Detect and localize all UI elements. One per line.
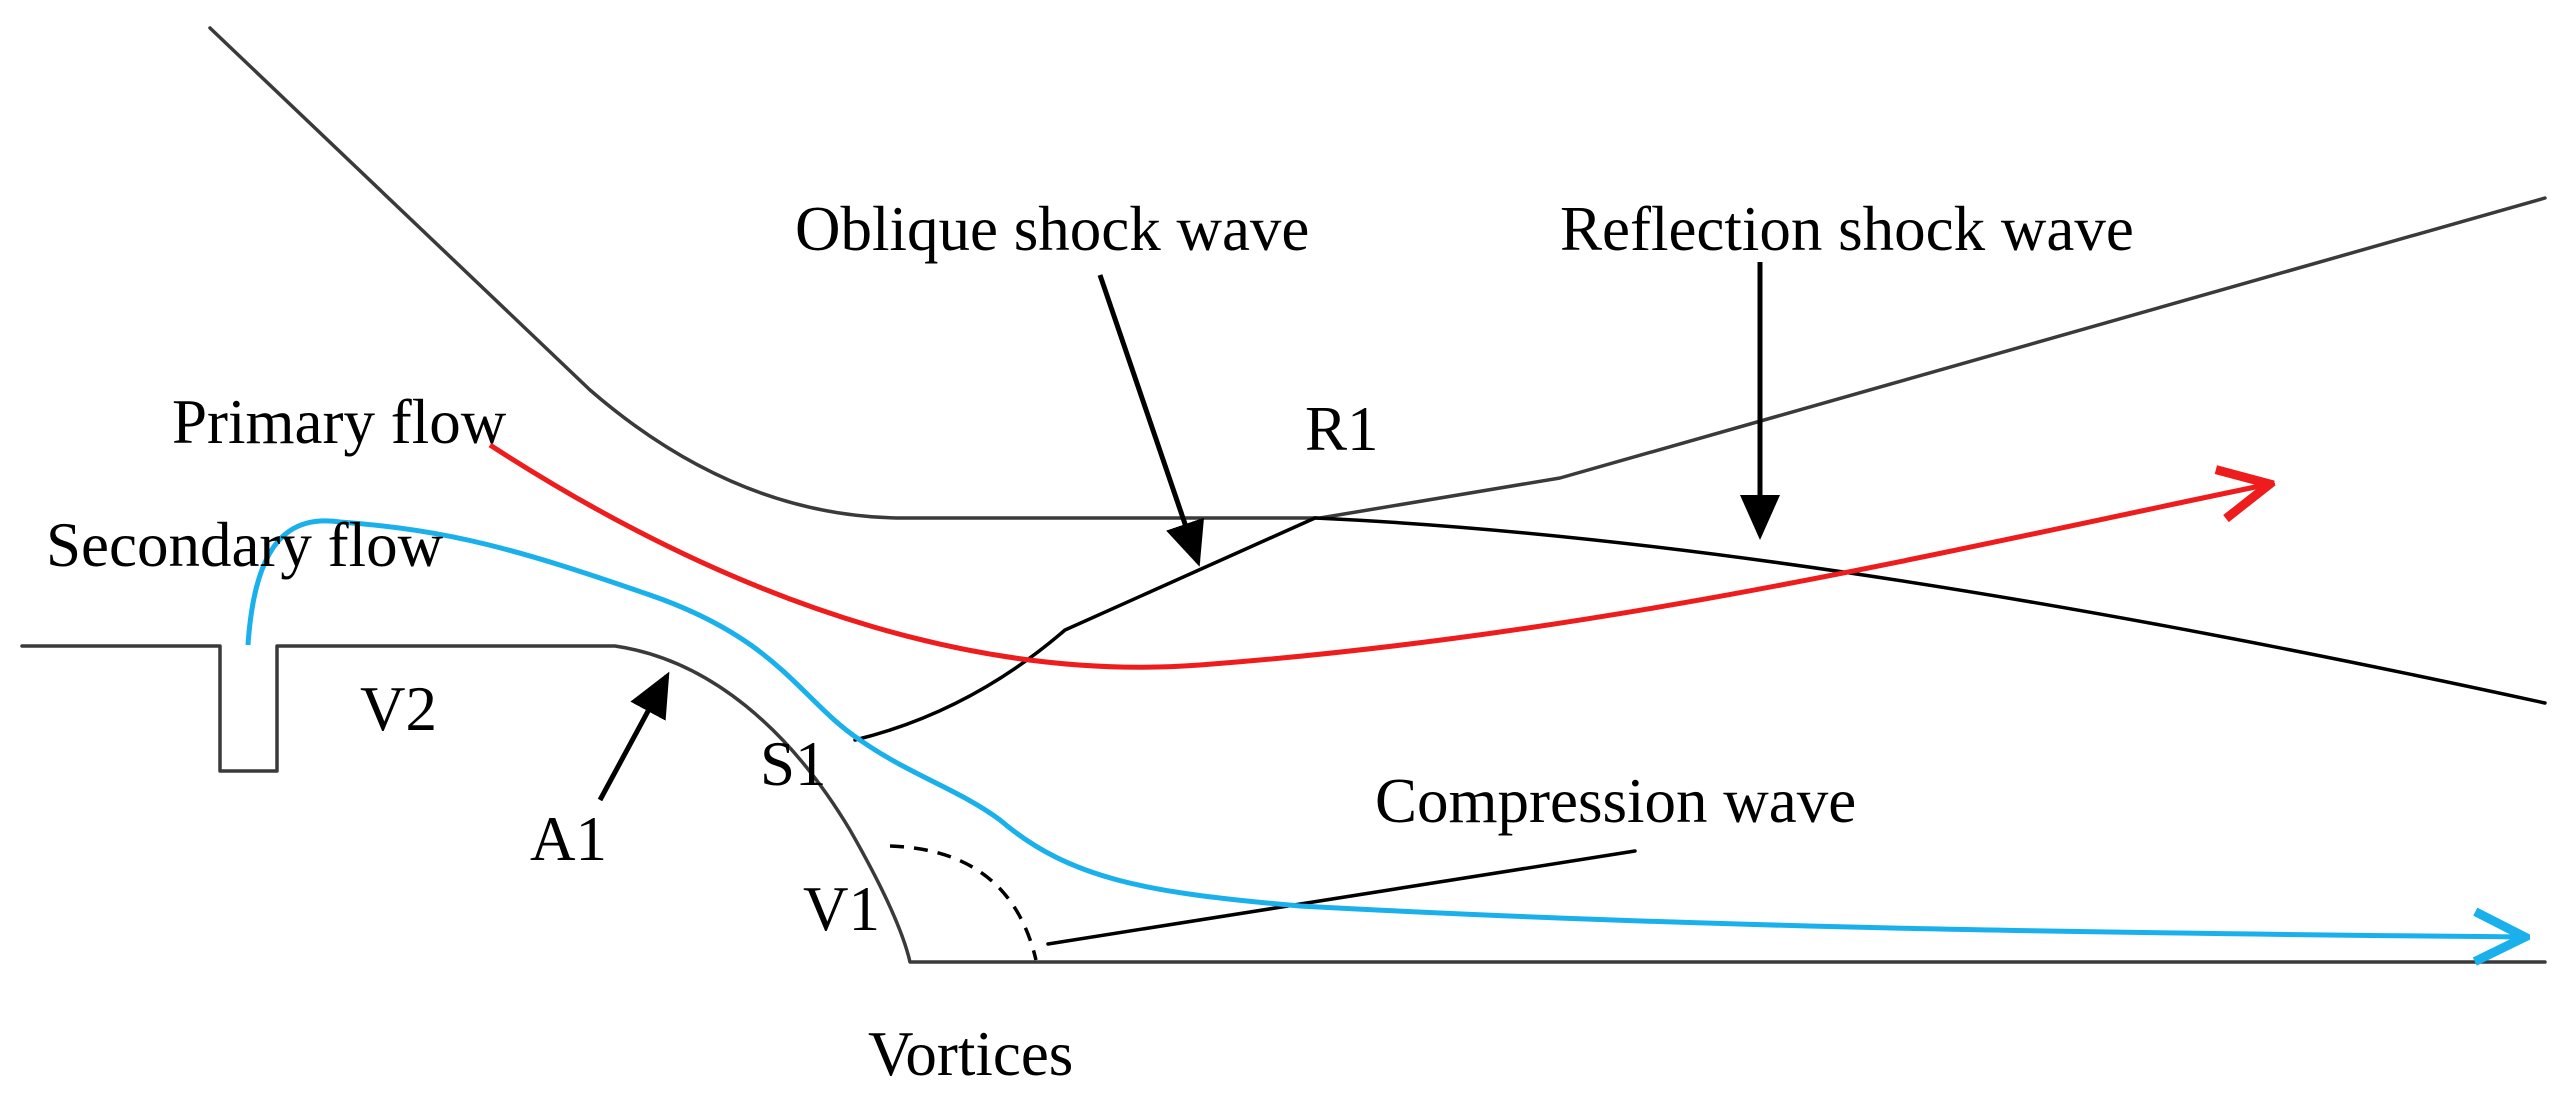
compression-wave-label: Compression wave	[1375, 766, 1856, 836]
vortex-dashed-arc	[889, 844, 1038, 961]
compression-wave-line	[1046, 849, 1637, 946]
primary-flow-streamline	[488, 442, 2265, 670]
s1-label: S1	[760, 729, 827, 799]
oblique-shock-arrow	[1097, 274, 1205, 567]
r1-label: R1	[1305, 394, 1379, 464]
a1-arrow	[597, 671, 670, 802]
v1-label: V1	[803, 874, 880, 944]
primary-flow-label: Primary flow	[172, 387, 507, 457]
vortices-label: Vortices	[868, 1019, 1073, 1089]
reflection-shock-line	[1313, 516, 2547, 705]
v2-label: V2	[360, 674, 437, 744]
a1-label: A1	[530, 804, 607, 874]
upper-wall	[208, 26, 2547, 520]
secondary-flow-label: Secondary flow	[46, 510, 444, 580]
oblique-shock-label: Oblique shock wave	[795, 194, 1309, 264]
oblique-shock-line	[853, 516, 1317, 742]
secondary-flow-streamline	[245, 518, 2520, 937]
lower-wall	[20, 644, 2547, 964]
reflection-shock-label: Reflection shock wave	[1560, 194, 2134, 264]
